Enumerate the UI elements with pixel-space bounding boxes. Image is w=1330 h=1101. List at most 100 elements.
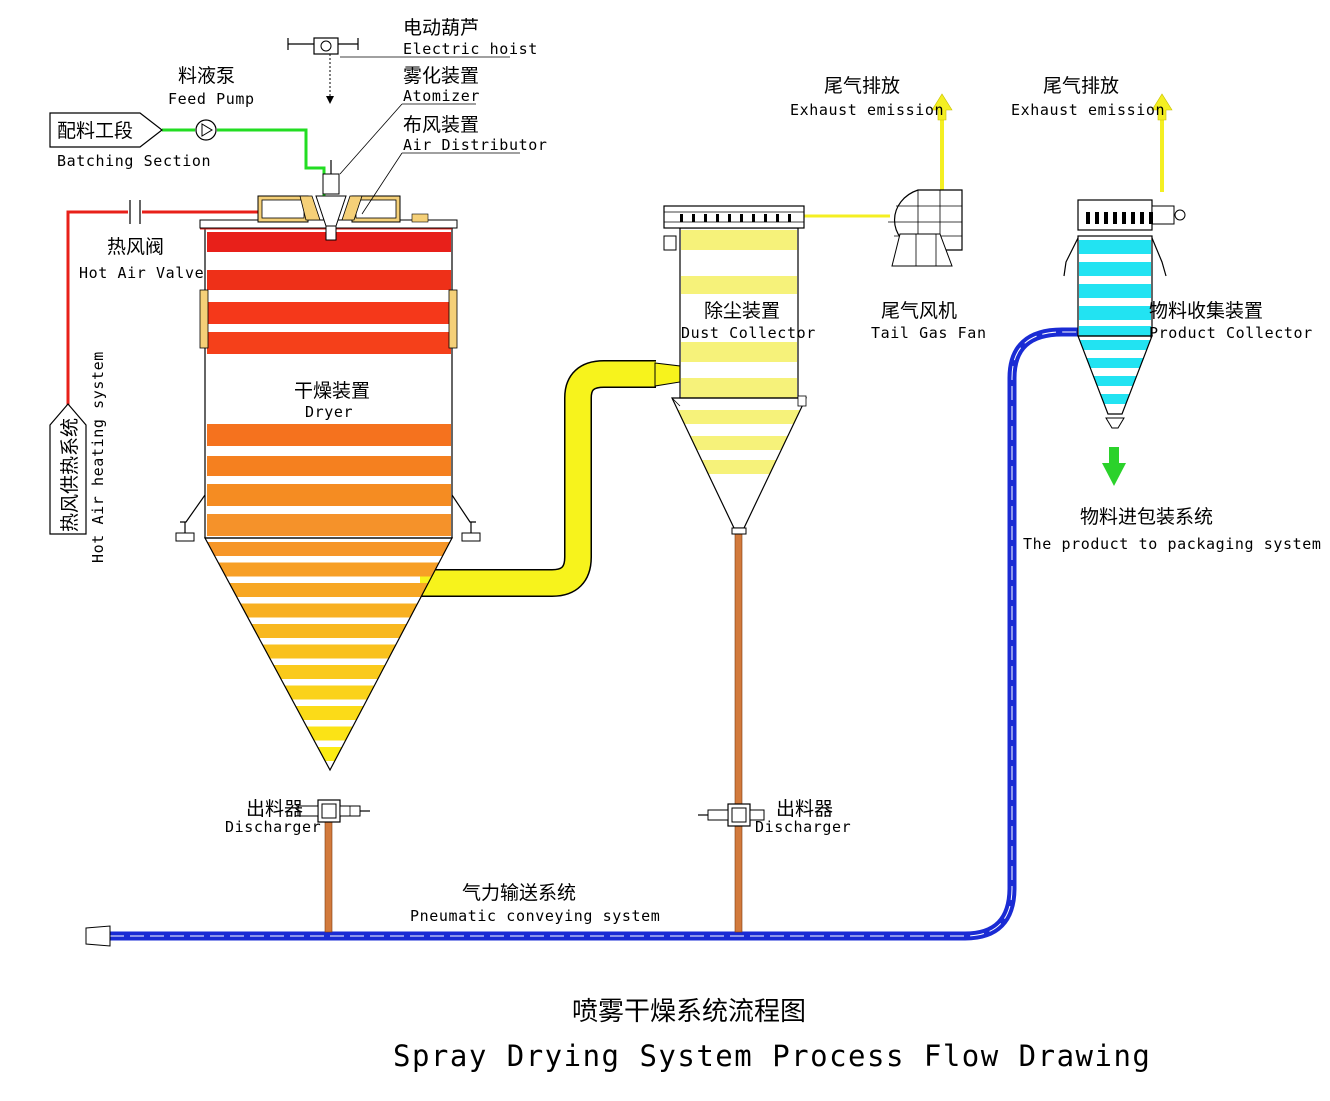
pneumatic-label-en: Pneumatic conveying system: [410, 907, 660, 925]
feed-pump-icon: [195, 119, 217, 141]
dryer-stripe: [207, 484, 451, 506]
dust-collector-cone-stripe: [702, 460, 776, 474]
atomizer-label-en: Atomizer: [403, 87, 480, 105]
dryer-stripe: [207, 232, 451, 252]
discharger-2-label-zh: 出料器: [776, 798, 833, 820]
product-collector-label-en: Product Collector: [1149, 324, 1313, 342]
product-collector-stripe: [1079, 284, 1151, 298]
discharger-1-label-en: Discharger: [225, 818, 321, 836]
batching-label-zh: 配料工段: [57, 120, 133, 142]
tail-gas-fan: [888, 189, 963, 267]
dust-collector: [663, 205, 807, 535]
product-collector-cone-stripe: [1086, 358, 1144, 368]
dryer-cone-stripe: [251, 624, 407, 638]
atomizer: [315, 160, 347, 241]
product-collector-filter-tick: [1122, 212, 1126, 224]
valve-label-zh: 热风阀: [107, 236, 164, 258]
dryer-supports: [175, 494, 481, 542]
dust-collector-cone-stripe: [690, 436, 788, 450]
dryer-cone-stripe: [296, 706, 364, 720]
dust-collector-discharge-pipe: [734, 532, 743, 933]
dryer-cone-stripe: [262, 644, 396, 659]
product-collector-filter-tick: [1149, 212, 1153, 224]
exhaust-1-label-en: Exhaust emission: [790, 101, 944, 119]
product-collector-filter-tick: [1095, 212, 1099, 224]
product-collector-cone-stripe: [1093, 376, 1137, 386]
title-en: Spray Drying System Process Flow Drawing: [393, 1039, 1151, 1073]
dryer-cone-stripe: [273, 665, 385, 679]
discharger-2-label-en: Discharger: [755, 818, 851, 836]
dust-collector-label-en: Dust Collector: [681, 324, 816, 342]
discharger-1-label-zh: 出料器: [246, 798, 303, 820]
exhaust-arrow-2: [1151, 93, 1173, 121]
product-collector-stripe: [1079, 306, 1151, 320]
dryer-cone-stripe: [240, 603, 418, 618]
dust-collector-filter-tick: [704, 214, 707, 222]
product-collector-stripe: [1079, 326, 1151, 336]
distributor-label-en: Air Distributor: [403, 136, 547, 154]
batching-label-en: Batching Section: [57, 152, 211, 170]
product-collector-filter-tick: [1086, 212, 1090, 224]
dust-collector-filter-tick: [680, 214, 683, 222]
product-collector-filter-tick: [1104, 212, 1108, 224]
product-collector-stripe: [1079, 240, 1151, 254]
dryer-label-en: Dryer: [305, 403, 353, 421]
dust-collector-filter-tick: [740, 214, 743, 222]
dust-collector-filter-tick: [728, 214, 731, 222]
dust-collector-filter-tick: [716, 214, 719, 222]
fan-label-en: Tail Gas Fan: [871, 324, 987, 342]
product-collector-filter-tick: [1131, 212, 1135, 224]
exhaust-arrow-1: [931, 93, 953, 121]
hot-air-valve: [128, 200, 142, 224]
dust-collector-filter-tick: [764, 214, 767, 222]
dryer-stripe: [207, 514, 451, 536]
discharger-valve-1: [297, 799, 370, 823]
dust-collector-stripe: [681, 378, 797, 398]
hoist-label-zh: 电动葫芦: [403, 17, 479, 39]
dust-collector-filter-tick: [776, 214, 779, 222]
hot-air-pipe: [66, 210, 258, 405]
dust-collector-filter-tick: [788, 214, 791, 222]
product-collector-cone-stripe: [1080, 340, 1150, 350]
dryer-cone-stripe: [218, 562, 439, 577]
dust-collector-stripe: [681, 230, 797, 250]
packaging-arrow-icon: [1102, 447, 1126, 486]
dryer-stripe: [207, 456, 451, 476]
exhaust-2-label-zh: 尾气排放: [1043, 75, 1119, 97]
label-leaders: [339, 56, 520, 215]
dust-collector-cone-stripe: [678, 410, 800, 424]
duct-dryer-to-dust-collector: [420, 360, 681, 597]
product-collector-filter-tick: [1140, 212, 1144, 224]
discharger-valve-2: [698, 803, 765, 827]
dryer-stripe: [207, 270, 451, 290]
product-collector-filter-tick: [1113, 212, 1117, 224]
heating-label-zh: 热风供热系统: [59, 418, 81, 532]
dust-collector-filter-tick: [692, 214, 695, 222]
product-collector-cone-stripe: [1100, 394, 1130, 404]
dryer-discharge-pipe: [324, 821, 333, 933]
exhaust-2-label-en: Exhaust emission: [1011, 101, 1165, 119]
packaging-label-zh: 物料进包装系统: [1080, 506, 1213, 528]
hoist-label-en: Electric hoist: [403, 40, 538, 58]
distributor-label-zh: 布风装置: [403, 114, 479, 136]
pump-label-en: Feed Pump: [168, 90, 255, 108]
dryer-cone-stripe: [284, 685, 374, 700]
pneumatic-conveying-pipe: [110, 327, 1078, 941]
dryer-stripe: [207, 332, 451, 354]
dryer-stripe: [207, 424, 451, 446]
heating-label-en: Hot Air heating system: [89, 351, 107, 563]
dryer-label-zh: 干燥装置: [294, 380, 370, 402]
electric-hoist-icon: [287, 37, 359, 104]
dryer-stripe: [207, 302, 451, 324]
title-zh: 喷雾干燥系统流程图: [572, 997, 806, 1027]
batching-section-box: [49, 112, 163, 148]
atomizer-label-zh: 雾化装置: [403, 65, 479, 87]
dust-collector-stripe: [681, 276, 797, 294]
dryer-vessel: [199, 225, 458, 772]
product-collector-label-zh: 物料收集装置: [1149, 300, 1263, 322]
hot-air-heating-box: [49, 403, 87, 535]
dryer-cone-stripe: [307, 726, 353, 741]
dust-collector-stripe: [681, 342, 797, 362]
product-collector-stripe: [1079, 262, 1151, 276]
